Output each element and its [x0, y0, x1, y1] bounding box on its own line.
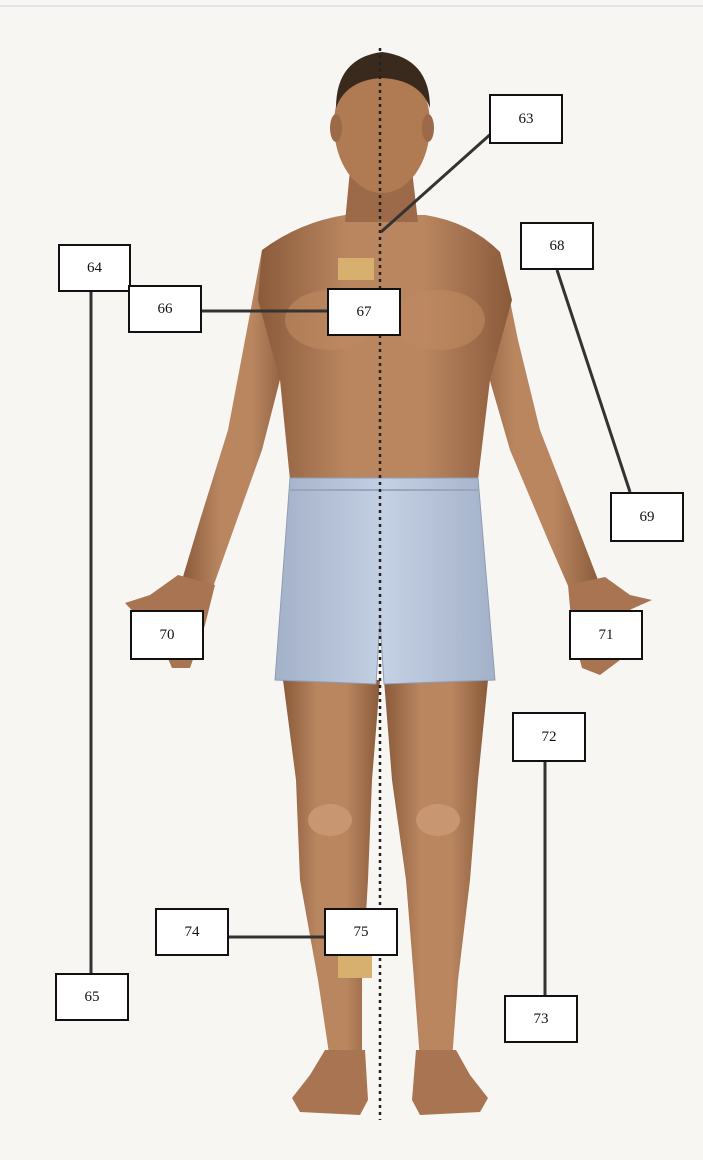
label-69: 69 [610, 492, 684, 542]
label-70: 70 [130, 610, 204, 660]
sternum-highlight [338, 258, 374, 280]
label-67: 67 [327, 288, 401, 336]
ear-right [330, 114, 342, 142]
label-65: 65 [55, 973, 129, 1021]
label-74: 74 [155, 908, 229, 956]
label-66: 66 [128, 285, 202, 333]
label-71: 71 [569, 610, 643, 660]
label-72: 72 [512, 712, 586, 762]
label-64: 64 [58, 244, 131, 292]
torso [258, 215, 512, 480]
label-68: 68 [520, 222, 594, 270]
chest-left [395, 290, 485, 350]
label-75: 75 [324, 908, 398, 956]
label-63: 63 [489, 94, 563, 144]
shorts [275, 478, 495, 684]
ear-left [422, 114, 434, 142]
left-knee [416, 804, 460, 836]
label-73: 73 [504, 995, 578, 1043]
right-knee [308, 804, 352, 836]
